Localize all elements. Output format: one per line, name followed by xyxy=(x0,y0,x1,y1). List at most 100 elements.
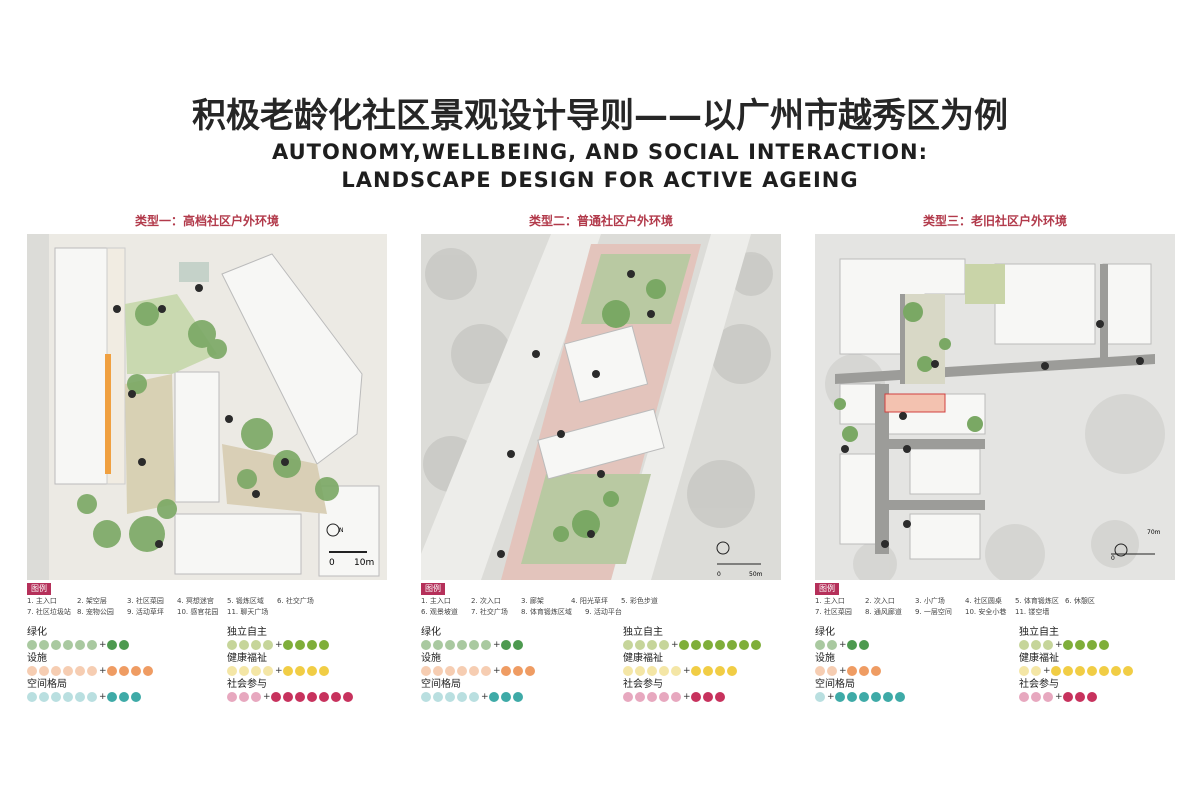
plus-sign: + xyxy=(481,692,489,702)
score-greening: 绿化+ xyxy=(815,626,985,651)
score-dots: + xyxy=(1019,639,1189,651)
score-dot-dark xyxy=(1099,640,1109,650)
score-dot-light xyxy=(239,640,249,650)
legend-tag: 图例 xyxy=(815,583,839,595)
score-dot-dark xyxy=(883,692,893,702)
legend-item: 10. 感官花园 xyxy=(177,608,219,616)
score-dot-light xyxy=(469,666,479,676)
score-dot-light xyxy=(39,692,49,702)
score-label: 设施 xyxy=(815,653,835,664)
score-dots: + xyxy=(27,639,197,651)
score-dot-dark xyxy=(703,692,713,702)
score-social: 社会参与+ xyxy=(1019,678,1189,703)
score-dot-light xyxy=(27,692,37,702)
score-label: 独立自主 xyxy=(1019,627,1059,638)
score-dot-dark xyxy=(1051,666,1061,676)
score-dot-light xyxy=(51,692,61,702)
panel-type-2: 类型二：普通社区户外环境 xyxy=(421,212,781,712)
legend-item: 9. 活动平台 xyxy=(585,608,622,616)
score-dot-dark xyxy=(319,692,329,702)
score-dot-light xyxy=(815,666,825,676)
legend-list: 1. 主入口 2. 次入口 3. 小广场 4. 社区圆桌 5. 体育锻炼区 6.… xyxy=(815,596,1175,618)
score-dots: + xyxy=(27,665,197,677)
legend-item: 4. 阳光草坪 xyxy=(571,597,608,605)
score-dot-dark xyxy=(691,666,701,676)
score-space: 空间格局+ xyxy=(27,678,197,703)
score-dot-light xyxy=(647,692,657,702)
score-dot-dark xyxy=(143,666,153,676)
score-dot-dark xyxy=(1099,666,1109,676)
score-dot-light xyxy=(433,692,443,702)
score-dot-dark xyxy=(1087,692,1097,702)
score-dot-light xyxy=(457,640,467,650)
score-dot-light xyxy=(827,666,837,676)
score-dot-dark xyxy=(107,666,117,676)
score-dot-light xyxy=(457,666,467,676)
scale-label: 50m xyxy=(749,571,763,578)
site-plan-map: 0 10m N xyxy=(27,234,387,580)
panel-title: 类型三：老旧社区户外环境 xyxy=(922,214,1067,228)
scale-label: 70m xyxy=(1147,529,1161,536)
score-dot-light xyxy=(87,692,97,702)
plus-sign: + xyxy=(275,640,283,650)
legend-item: 6. 观景坡道 xyxy=(421,608,458,616)
plus-sign: + xyxy=(99,640,107,650)
scale-label: 10m xyxy=(354,558,374,568)
legend-item: 1. 主入口 xyxy=(815,597,845,605)
score-dot-dark xyxy=(319,640,329,650)
score-wellbeing: 健康福祉+ xyxy=(1019,652,1189,677)
score-dot-light xyxy=(1043,640,1053,650)
score-dot-light xyxy=(421,640,431,650)
score-dot-dark xyxy=(847,666,857,676)
score-dot-light xyxy=(63,692,73,702)
score-facility: 设施+ xyxy=(27,652,197,677)
score-dot-dark xyxy=(847,640,857,650)
legend-item: 6. 休憩区 xyxy=(1065,597,1095,605)
legend-item: 7. 社区垃圾站 xyxy=(27,608,71,616)
legend-item: 4. 冥想迷宫 xyxy=(177,597,214,605)
score-dot-light xyxy=(227,640,237,650)
legend-item: 5. 体育锻炼区 xyxy=(1015,597,1059,605)
score-dot-light xyxy=(421,692,431,702)
legend-row-2: 7. 社区垃圾站 8. 宠物公园 9. 活动草坪 10. 感官花园 11. 聊天… xyxy=(27,607,387,618)
page-title-en-line1: AUTONOMY,WELLBEING, AND SOCIAL INTERACTI… xyxy=(272,140,928,164)
score-label: 独立自主 xyxy=(623,627,663,638)
score-dot-light xyxy=(457,692,467,702)
score-dot-dark xyxy=(307,692,317,702)
score-dot-dark xyxy=(691,640,701,650)
score-dot-light xyxy=(445,692,455,702)
score-dot-light xyxy=(1031,640,1041,650)
score-dot-dark xyxy=(295,692,305,702)
score-dot-dark xyxy=(835,692,845,702)
score-dot-dark xyxy=(703,666,713,676)
score-dot-light xyxy=(75,666,85,676)
score-dot-light xyxy=(469,640,479,650)
score-dot-dark xyxy=(307,640,317,650)
legend-item: 3. 廊架 xyxy=(521,597,544,605)
score-space: 空间格局+ xyxy=(421,678,591,703)
score-dot-light xyxy=(63,640,73,650)
score-dot-dark xyxy=(319,666,329,676)
score-dots: + xyxy=(1019,665,1189,677)
score-dot-light xyxy=(635,640,645,650)
score-dot-light xyxy=(421,666,431,676)
score-dot-dark xyxy=(847,692,857,702)
score-dot-light xyxy=(1031,692,1041,702)
score-dot-dark xyxy=(307,666,317,676)
score-dots: + xyxy=(623,691,793,703)
score-autonomy: 独立自主+ xyxy=(623,626,793,651)
score-dots: + xyxy=(815,691,985,703)
score-dot-dark xyxy=(271,692,281,702)
score-dot-dark xyxy=(715,640,725,650)
score-dots: + xyxy=(1019,691,1189,703)
score-dot-dark xyxy=(489,692,499,702)
score-wellbeing: 健康福祉+ xyxy=(623,652,793,677)
score-facility: 设施+ xyxy=(421,652,591,677)
score-dot-dark xyxy=(525,666,535,676)
legend-row-1: 1. 主入口 2. 架空层 3. 社区菜园 4. 冥想迷宫 5. 锻炼区域 6.… xyxy=(27,596,387,607)
score-dot-light xyxy=(1043,692,1053,702)
score-dot-light xyxy=(263,666,273,676)
legend-item: 5. 彩色步道 xyxy=(621,597,658,605)
plus-sign: + xyxy=(827,692,835,702)
score-dot-dark xyxy=(501,666,511,676)
